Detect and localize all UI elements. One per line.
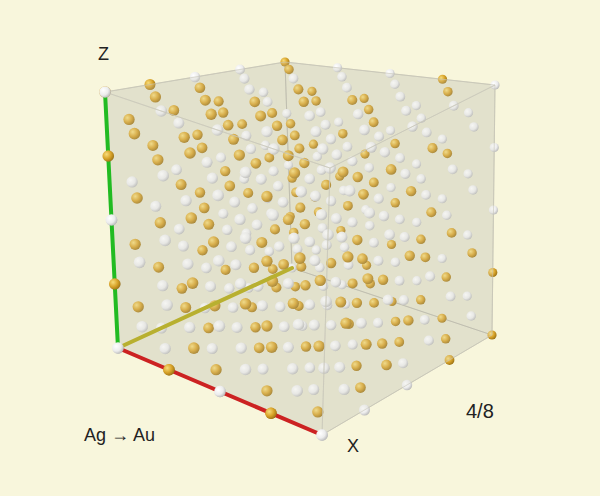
gold-atom [99,86,111,98]
silver-atom [106,214,118,226]
axis-label: Z [98,44,109,65]
composition-label: Ag → Au [84,425,155,446]
y-axis [118,268,292,348]
gold-atom [265,407,277,419]
silver-atom [316,429,328,441]
gold-atom [102,150,114,162]
gold-atom [265,407,277,419]
silver-atom [214,386,226,398]
silver-atom [112,342,124,354]
gold-atom [109,278,121,290]
silver-atom [316,429,328,441]
silver-atom [99,86,111,98]
silver-atom [102,150,114,162]
silver-atom [112,342,124,354]
z-axis [105,92,118,348]
silver-atom [214,386,226,398]
axis-label: X [347,436,359,457]
gold-atom [163,364,175,376]
cube-face [105,62,495,168]
x-axis [118,348,322,435]
fraction-label: 4/8 [466,400,494,423]
silver-atom [106,214,118,226]
gold-atom [163,364,175,376]
silver-atom [109,278,121,290]
